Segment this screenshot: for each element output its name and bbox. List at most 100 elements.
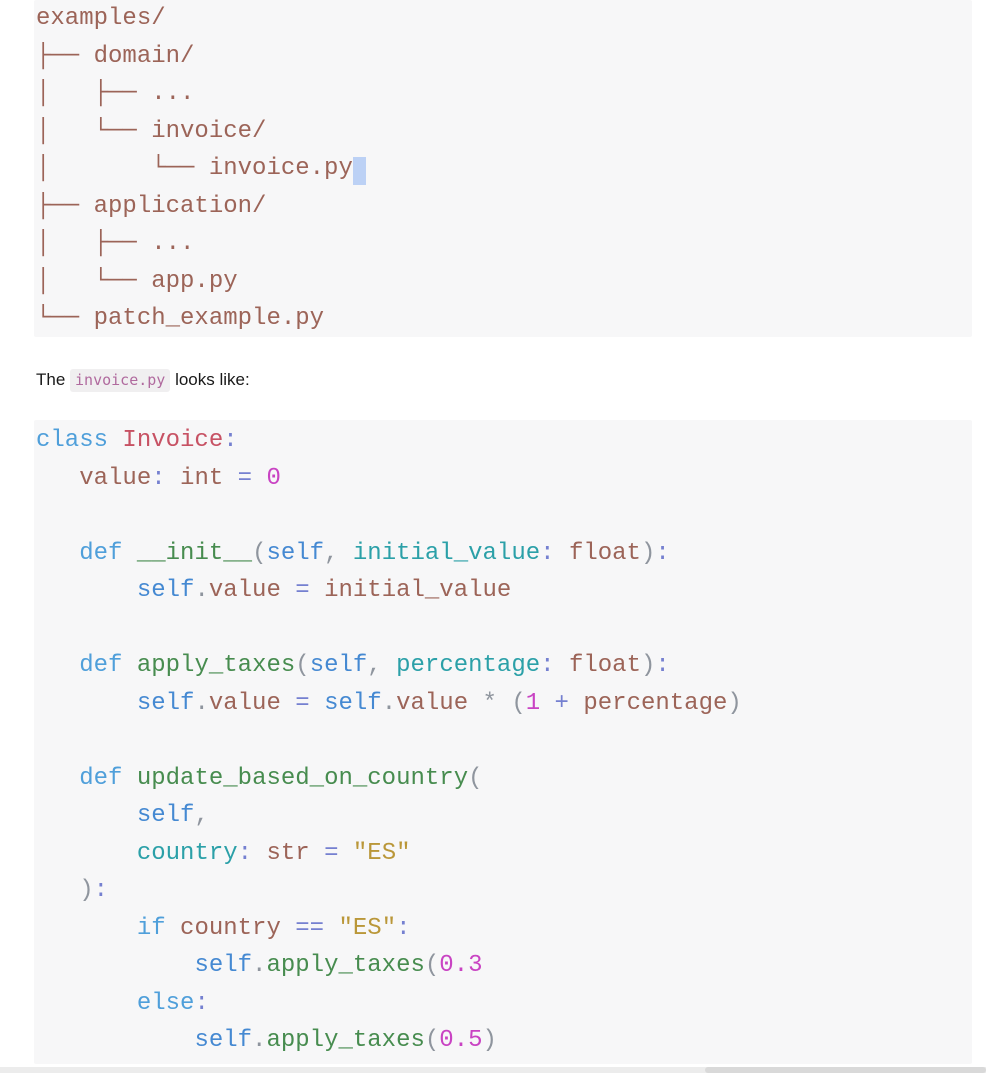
token-fn: apply_taxes xyxy=(136,652,296,679)
token-plain xyxy=(310,577,324,604)
token-plain xyxy=(36,915,137,942)
code-line: def apply_taxes(self, percentage: float)… xyxy=(36,647,972,685)
token-kw: else xyxy=(136,989,195,1017)
token-fn: apply_taxes xyxy=(266,1027,425,1054)
token-kw: def xyxy=(79,764,123,792)
token-plain xyxy=(281,577,295,604)
tree-line: ├── domain/ xyxy=(36,38,972,76)
token-op: : xyxy=(93,877,109,904)
file-tree-code-block: examples/├── domain/│ ├── ...│ └── invoi… xyxy=(34,0,972,337)
horizontal-scrollbar-thumb[interactable] xyxy=(705,1067,986,1073)
code-line: self, xyxy=(36,797,972,835)
horizontal-scrollbar[interactable] xyxy=(0,1067,986,1073)
code-line: self.apply_taxes(0.3 xyxy=(36,947,972,985)
token-punc: , xyxy=(324,539,339,567)
token-punc: ( xyxy=(468,764,483,792)
token-kw: def xyxy=(79,539,123,567)
token-op: : xyxy=(194,989,209,1017)
token-op: == xyxy=(295,914,325,942)
token-plain xyxy=(281,915,295,942)
token-plain xyxy=(36,465,79,492)
token-self: self xyxy=(266,539,325,567)
token-plain xyxy=(122,540,136,567)
token-punc: ) xyxy=(79,877,94,904)
token-punc: . xyxy=(381,689,397,717)
tree-line-text: │ └── app.py xyxy=(36,267,238,295)
token-plain xyxy=(252,840,266,867)
paragraph-text-prefix: The xyxy=(36,370,71,389)
token-plain xyxy=(252,465,266,492)
token-plain xyxy=(338,540,352,567)
token-punc: ( xyxy=(424,952,440,979)
token-name: country xyxy=(180,914,281,942)
tree-line-text: │ ├── ... xyxy=(36,80,195,107)
code-line: self.value = initial_value xyxy=(36,572,972,610)
token-plain xyxy=(310,840,324,867)
code-line: else: xyxy=(36,985,972,1023)
token-num: 0 xyxy=(266,464,281,492)
token-plain xyxy=(36,690,137,717)
token-kw: if xyxy=(136,914,166,942)
token-punc: . xyxy=(194,689,209,717)
token-punc: ) xyxy=(482,1027,497,1054)
code-line: def __init__(self, initial_value: float)… xyxy=(36,535,972,573)
token-op: : xyxy=(655,652,670,679)
token-plain xyxy=(468,690,482,717)
token-self: self xyxy=(136,689,195,717)
token-op: = xyxy=(324,839,339,867)
token-op: : xyxy=(655,539,670,567)
code-line: value: int = 0 xyxy=(36,460,972,498)
tree-line-text: │ └── invoice.py xyxy=(36,155,353,182)
token-kw: class xyxy=(36,427,109,454)
token-punc: . xyxy=(252,952,267,979)
token-name: value xyxy=(208,689,281,717)
token-num: 0.3 xyxy=(439,952,483,979)
code-line xyxy=(36,610,972,648)
token-name: float xyxy=(568,539,641,567)
token-punc: ( xyxy=(252,539,267,567)
code-line: if country == "ES": xyxy=(36,910,972,948)
token-plain xyxy=(497,690,511,717)
code-line: class Invoice: xyxy=(36,422,972,460)
token-name: str xyxy=(266,839,310,867)
token-plain xyxy=(36,802,137,829)
tree-line-text: │ ├── ... xyxy=(36,230,195,257)
token-kw: def xyxy=(79,652,123,679)
token-plain xyxy=(36,765,79,792)
token-cls: Invoice xyxy=(122,427,224,454)
token-plain xyxy=(382,652,396,679)
token-self: self xyxy=(194,1027,253,1054)
token-plain xyxy=(36,1027,194,1054)
paragraph-text-suffix: looks like: xyxy=(170,370,250,389)
token-plain xyxy=(36,877,79,904)
token-name: value xyxy=(79,464,152,492)
token-fn: apply_taxes xyxy=(266,952,425,979)
tree-line-text: ├── domain/ xyxy=(36,42,195,70)
token-punc: . xyxy=(194,577,209,604)
token-op: : xyxy=(540,539,555,567)
token-fn: update_based_on_country xyxy=(136,764,469,792)
token-plain xyxy=(540,690,554,717)
token-plain xyxy=(108,427,122,454)
token-op: + xyxy=(554,689,569,717)
token-plain xyxy=(36,952,194,979)
token-punc: . xyxy=(252,1027,267,1054)
text-selection-cursor xyxy=(352,157,366,185)
tree-line: │ └── invoice.py xyxy=(36,150,972,188)
token-self: self xyxy=(136,577,195,604)
token-fn: __init__ xyxy=(136,539,253,567)
code-line: ): xyxy=(36,872,972,910)
token-punc: ) xyxy=(727,689,742,717)
token-plain xyxy=(36,577,137,604)
code-line xyxy=(36,497,972,535)
token-punc: ( xyxy=(424,1027,440,1054)
token-punc: ( xyxy=(295,652,310,679)
code-line: self.apply_taxes(0.5) xyxy=(36,1022,972,1060)
tree-line: │ └── app.py xyxy=(36,263,972,301)
code-line: def update_based_on_country( xyxy=(36,760,972,798)
token-punc: ( xyxy=(511,689,526,717)
tree-line: ├── application/ xyxy=(36,188,972,226)
tree-line: └── patch_example.py xyxy=(36,300,972,337)
token-op: : xyxy=(540,652,555,679)
python-code-block: class Invoice: value: int = 0 def __init… xyxy=(34,420,972,1064)
